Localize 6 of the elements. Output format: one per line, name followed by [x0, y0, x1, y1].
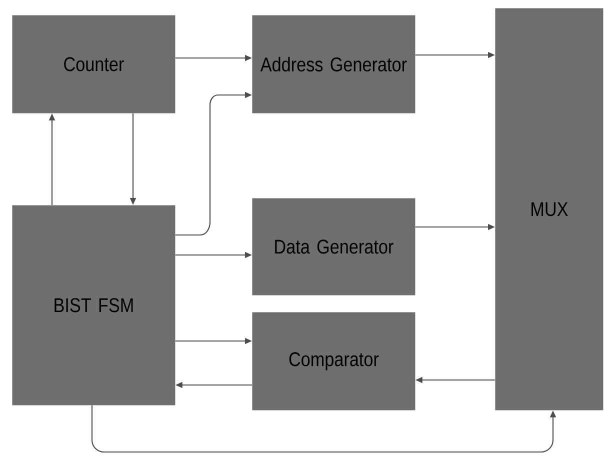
generator-block: Address Generator — [252, 15, 416, 114]
comparator-block: Comparator — [252, 312, 416, 410]
generator-block: Data Generator — [252, 198, 416, 296]
counter-block: Counter — [12, 15, 176, 114]
fsm-block: BIST FSM — [12, 205, 176, 406]
mux-block: MUX — [495, 8, 604, 410]
